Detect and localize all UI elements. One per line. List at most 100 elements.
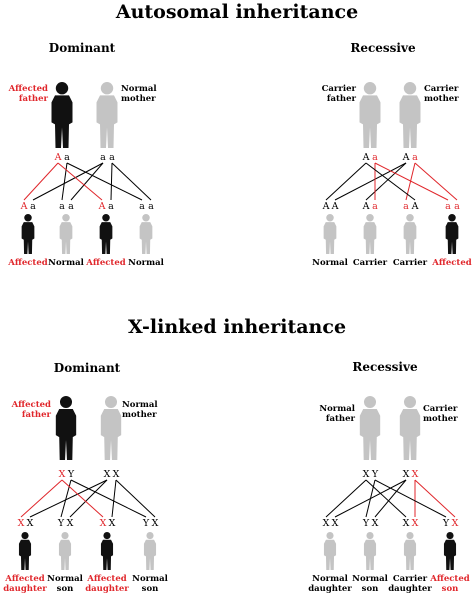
xlinked-title: X-linked inheritance (128, 316, 346, 338)
xlinked-recessive-inheritance-line (365, 479, 376, 518)
autosomal-dominant-child-allele: a (59, 201, 65, 212)
xlinked-dominant-child-figure (100, 532, 114, 570)
autosomal-dominant-child-figure (99, 214, 113, 254)
xlinked-dominant-child-allele: X (100, 518, 107, 529)
autosomal-recessive-child-figure (323, 214, 337, 254)
xlinked-recessive-child-allele: X (332, 518, 339, 529)
autosomal-recessive-inheritance-line (374, 162, 449, 201)
autosomal-recessive-child-allele: A (411, 201, 419, 212)
autosomal-dominant-child-allele: a (68, 201, 74, 212)
xlinked-recessive-child-figure (403, 532, 417, 570)
xlinked-recessive-child-allele: X (372, 518, 379, 529)
xlinked-dominant-mother-figure (100, 396, 122, 460)
xlinked-recessive-inheritance-line (325, 479, 367, 518)
autosomal-dominant-father-allele: A (54, 152, 62, 163)
autosomal-recessive-heading: Recessive (350, 41, 416, 55)
autosomal-recessive-child-label: Normal (312, 258, 348, 268)
xlinked-recessive-child-figure (443, 532, 457, 570)
autosomal-recessive-mother-figure (399, 82, 421, 148)
autosomal-dominant-child-label: Normal (128, 258, 164, 268)
autosomal-recessive-inheritance-line (325, 162, 367, 201)
xlinked-recessive-child-figure (323, 532, 337, 570)
autosomal-recessive-inheritance-line (365, 162, 416, 201)
xlinked-dominant-mother-allele: X (113, 469, 120, 480)
autosomal-recessive-mother-allele: A (402, 152, 410, 163)
autosomal-dominant-inheritance-line (23, 162, 59, 201)
autosomal-recessive-child-figure (363, 214, 377, 254)
autosomal-recessive-child-label: Affected (431, 258, 471, 268)
autosomal-recessive-father-allele: A (362, 152, 370, 163)
xlinked-recessive-child-allele: X (452, 518, 459, 529)
xlinked-recessive-inheritance-line (374, 479, 447, 518)
autosomal-dominant-child-allele: A (98, 201, 106, 212)
xlinked-dominant-father-figure (55, 396, 77, 460)
autosomal-dominant-child-label: Normal (48, 258, 84, 268)
xlinked-dominant-heading: Dominant (54, 361, 121, 375)
autosomal-dominant-inheritance-line (111, 162, 152, 201)
autosomal-dominant-inheritance-line (32, 162, 104, 201)
autosomal-recessive-inheritance-line (365, 162, 407, 201)
autosomal-dominant-inheritance-line (110, 162, 113, 201)
autosomal-recessive-child-allele: a (445, 201, 451, 212)
autosomal-dominant-father-allele: a (64, 152, 70, 163)
autosomal-recessive-father-allele: a (372, 152, 378, 163)
autosomal-dominant-child-allele: a (139, 201, 145, 212)
autosomal-recessive-child-allele: A (331, 201, 339, 212)
autosomal-dominant-mother-figure (96, 82, 118, 148)
autosomal-recessive-child-label: Carrier (393, 258, 428, 268)
autosomal-recessive-child-allele: a (372, 201, 378, 212)
xlinked-dominant-child-allele: Y (142, 518, 150, 529)
xlinked-recessive-inheritance-line (374, 479, 407, 518)
xlinked-dominant-child-allele: Y (57, 518, 65, 529)
autosomal-recessive-mother-allele: a (412, 152, 418, 163)
autosomal-recessive-child-label: Carrier (353, 258, 388, 268)
autosomal-dominant-mother-allele: a (100, 152, 106, 163)
xlinked-dominant-child-allele: X (152, 518, 159, 529)
xlinked-recessive-father-allele: X (363, 469, 370, 480)
autosomal-dominant-heading: Dominant (49, 41, 116, 55)
xlinked-dominant-child-allele: X (27, 518, 34, 529)
xlinked-dominant-child-allele: X (18, 518, 25, 529)
autosomal-recessive-child-allele: A (322, 201, 330, 212)
autosomal-dominant-child-figure (21, 214, 35, 254)
xlinked-dominant-inheritance-line (20, 479, 63, 518)
autosomal-dominant-mother-allele: a (109, 152, 115, 163)
autosomal-dominant-child-figure (59, 214, 73, 254)
autosomal-recessive-inheritance-line (414, 162, 458, 201)
xlinked-recessive-mother-allele: X (412, 469, 419, 480)
autosomal-recessive-inheritance-line (334, 162, 407, 201)
xlinked-recessive-child-figure (363, 532, 377, 570)
autosomal-dominant-child-label: Affected (7, 258, 47, 268)
autosomal-recessive-child-allele: a (454, 201, 460, 212)
autosomal-dominant-child-allele: a (30, 201, 36, 212)
autosomal-dominant-child-allele: A (20, 201, 28, 212)
xlinked-dominant-inheritance-line (29, 479, 108, 518)
xlinked-dominant-inheritance-line (61, 479, 104, 518)
autosomal-dominant-child-allele: a (148, 201, 154, 212)
autosomal-dominant-inheritance-line (70, 162, 104, 201)
xlinked-recessive-child-allele: Y (362, 518, 370, 529)
autosomal-recessive-child-allele: A (362, 201, 370, 212)
xlinked-dominant-mother-allele: X (104, 469, 111, 480)
xlinked-recessive-inheritance-line (365, 479, 407, 518)
xlinked-dominant-inheritance-line (115, 479, 156, 518)
xlinked-dominant-inheritance-line (70, 479, 147, 518)
xlinked-dominant-father-allele: X (59, 469, 66, 480)
autosomal-recessive-father-figure (359, 82, 381, 148)
xlinked-dominant-child-figure (143, 532, 157, 570)
autosomal-dominant-father-figure (51, 82, 73, 148)
